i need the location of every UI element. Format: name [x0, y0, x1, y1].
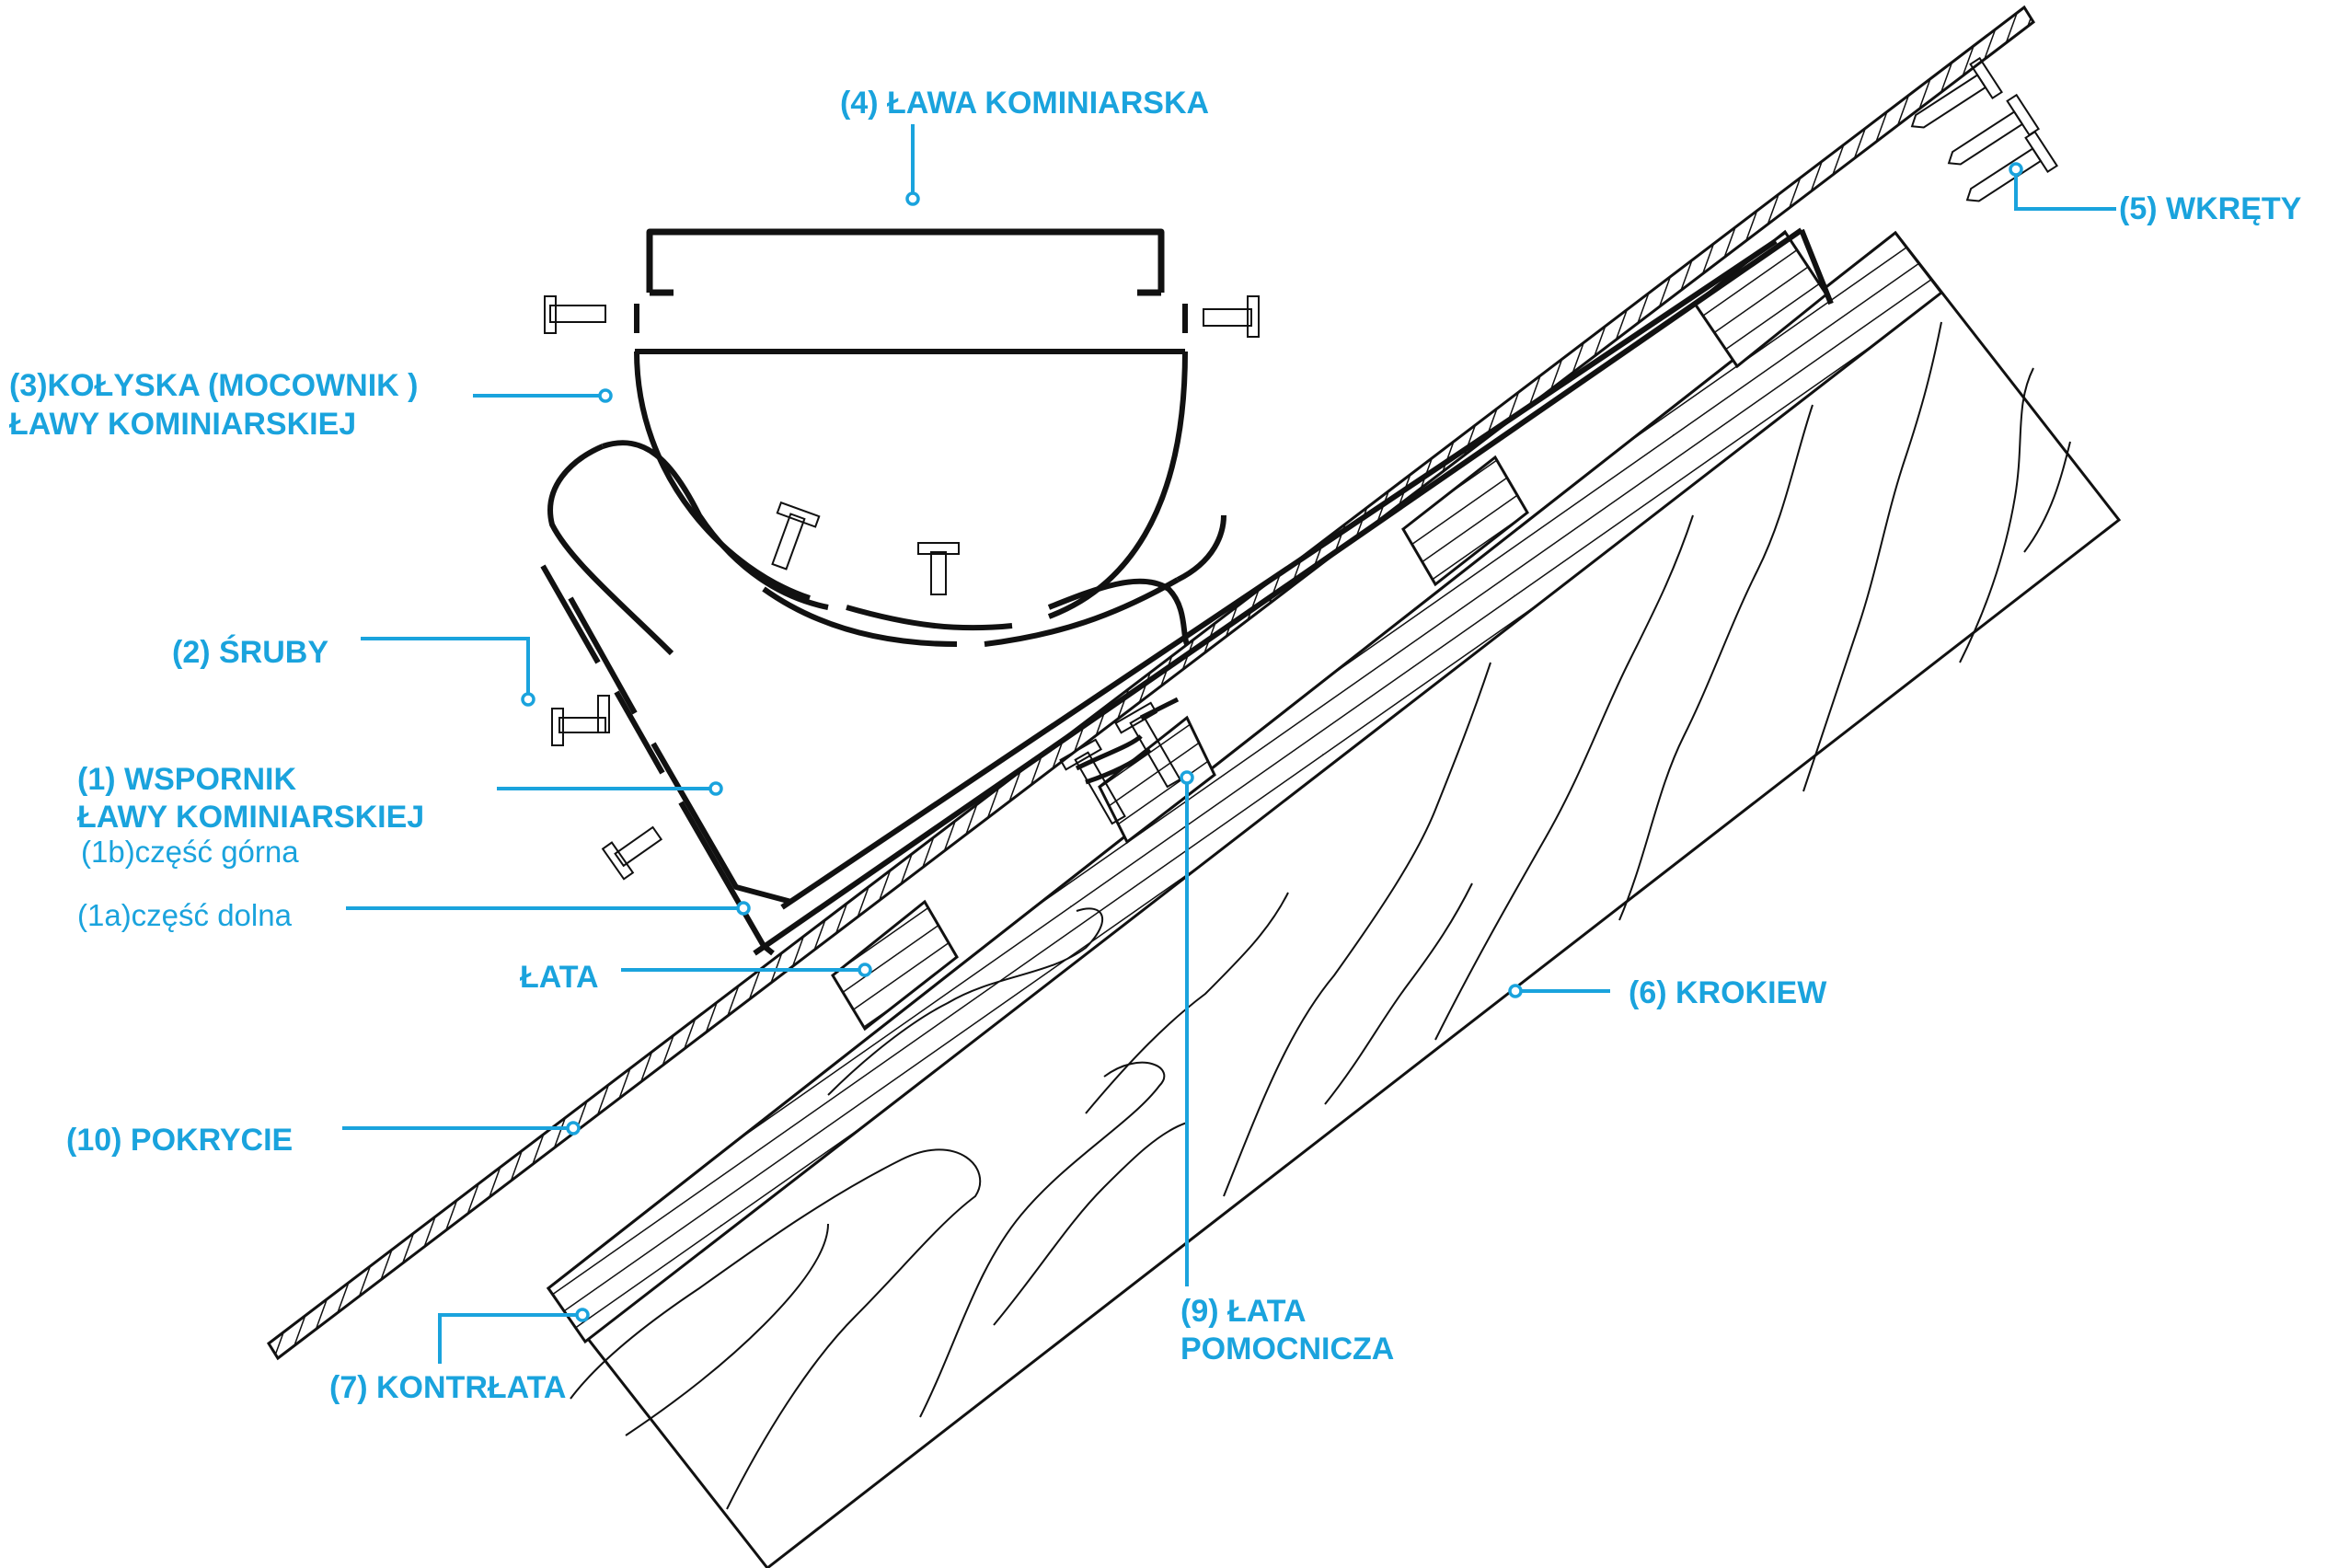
label-auxiliary-batten-line2: POMOCNICZA — [1180, 1332, 1394, 1366]
label-rafter: (6) KROKIEW — [1629, 975, 1827, 1010]
bolt-left-upper — [544, 295, 606, 334]
bolt-right-upper — [1203, 295, 1260, 338]
bolt-bracket-upper — [551, 695, 610, 746]
bolts-auxiliary-batten — [1059, 701, 1181, 825]
label-counter-batten: (7) KONTRŁATA — [329, 1370, 566, 1405]
label-bracket-line1: (1) WSPORNIK — [77, 762, 296, 797]
batten-middle — [1401, 455, 1529, 587]
label-auxiliary-batten-line1: (9) ŁATA — [1180, 1294, 1307, 1329]
bolt-cradle-left — [771, 501, 821, 571]
screws — [1910, 56, 2058, 202]
counter-batten — [546, 230, 1944, 1344]
label-bolts: (2) ŚRUBY — [172, 635, 328, 670]
label-bracket-line2: ŁAWY KOMINIARSKIEJ — [77, 800, 424, 835]
label-bench: (4) ŁAWA KOMINIARSKA — [840, 86, 1209, 121]
label-roof-covering: (10) POKRYCIE — [66, 1123, 293, 1158]
label-cradle-line1: (3)KOŁYSKA (MOCOWNIK ) — [9, 368, 418, 403]
label-bracket-upper-part: (1b)część górna — [81, 835, 299, 869]
bolt-bracket-lower — [601, 825, 663, 881]
leader-lines — [342, 124, 2116, 1364]
chimney-bench — [646, 228, 1165, 296]
bracket-upper — [547, 440, 1190, 656]
cradle — [634, 304, 1226, 647]
wood-grain — [570, 321, 2071, 1510]
bracket — [540, 227, 1834, 956]
label-bracket-lower-part: (1a)część dolna — [77, 898, 293, 932]
label-screws: (5) WKRĘTY — [2119, 191, 2302, 226]
batten-lower — [831, 899, 959, 1032]
bolt-cradle-right — [917, 542, 960, 595]
label-batten: ŁATA — [520, 960, 599, 995]
label-cradle-line2: ŁAWY KOMINIARSKIEJ — [9, 407, 356, 442]
roof-covering — [267, 5, 2035, 1361]
